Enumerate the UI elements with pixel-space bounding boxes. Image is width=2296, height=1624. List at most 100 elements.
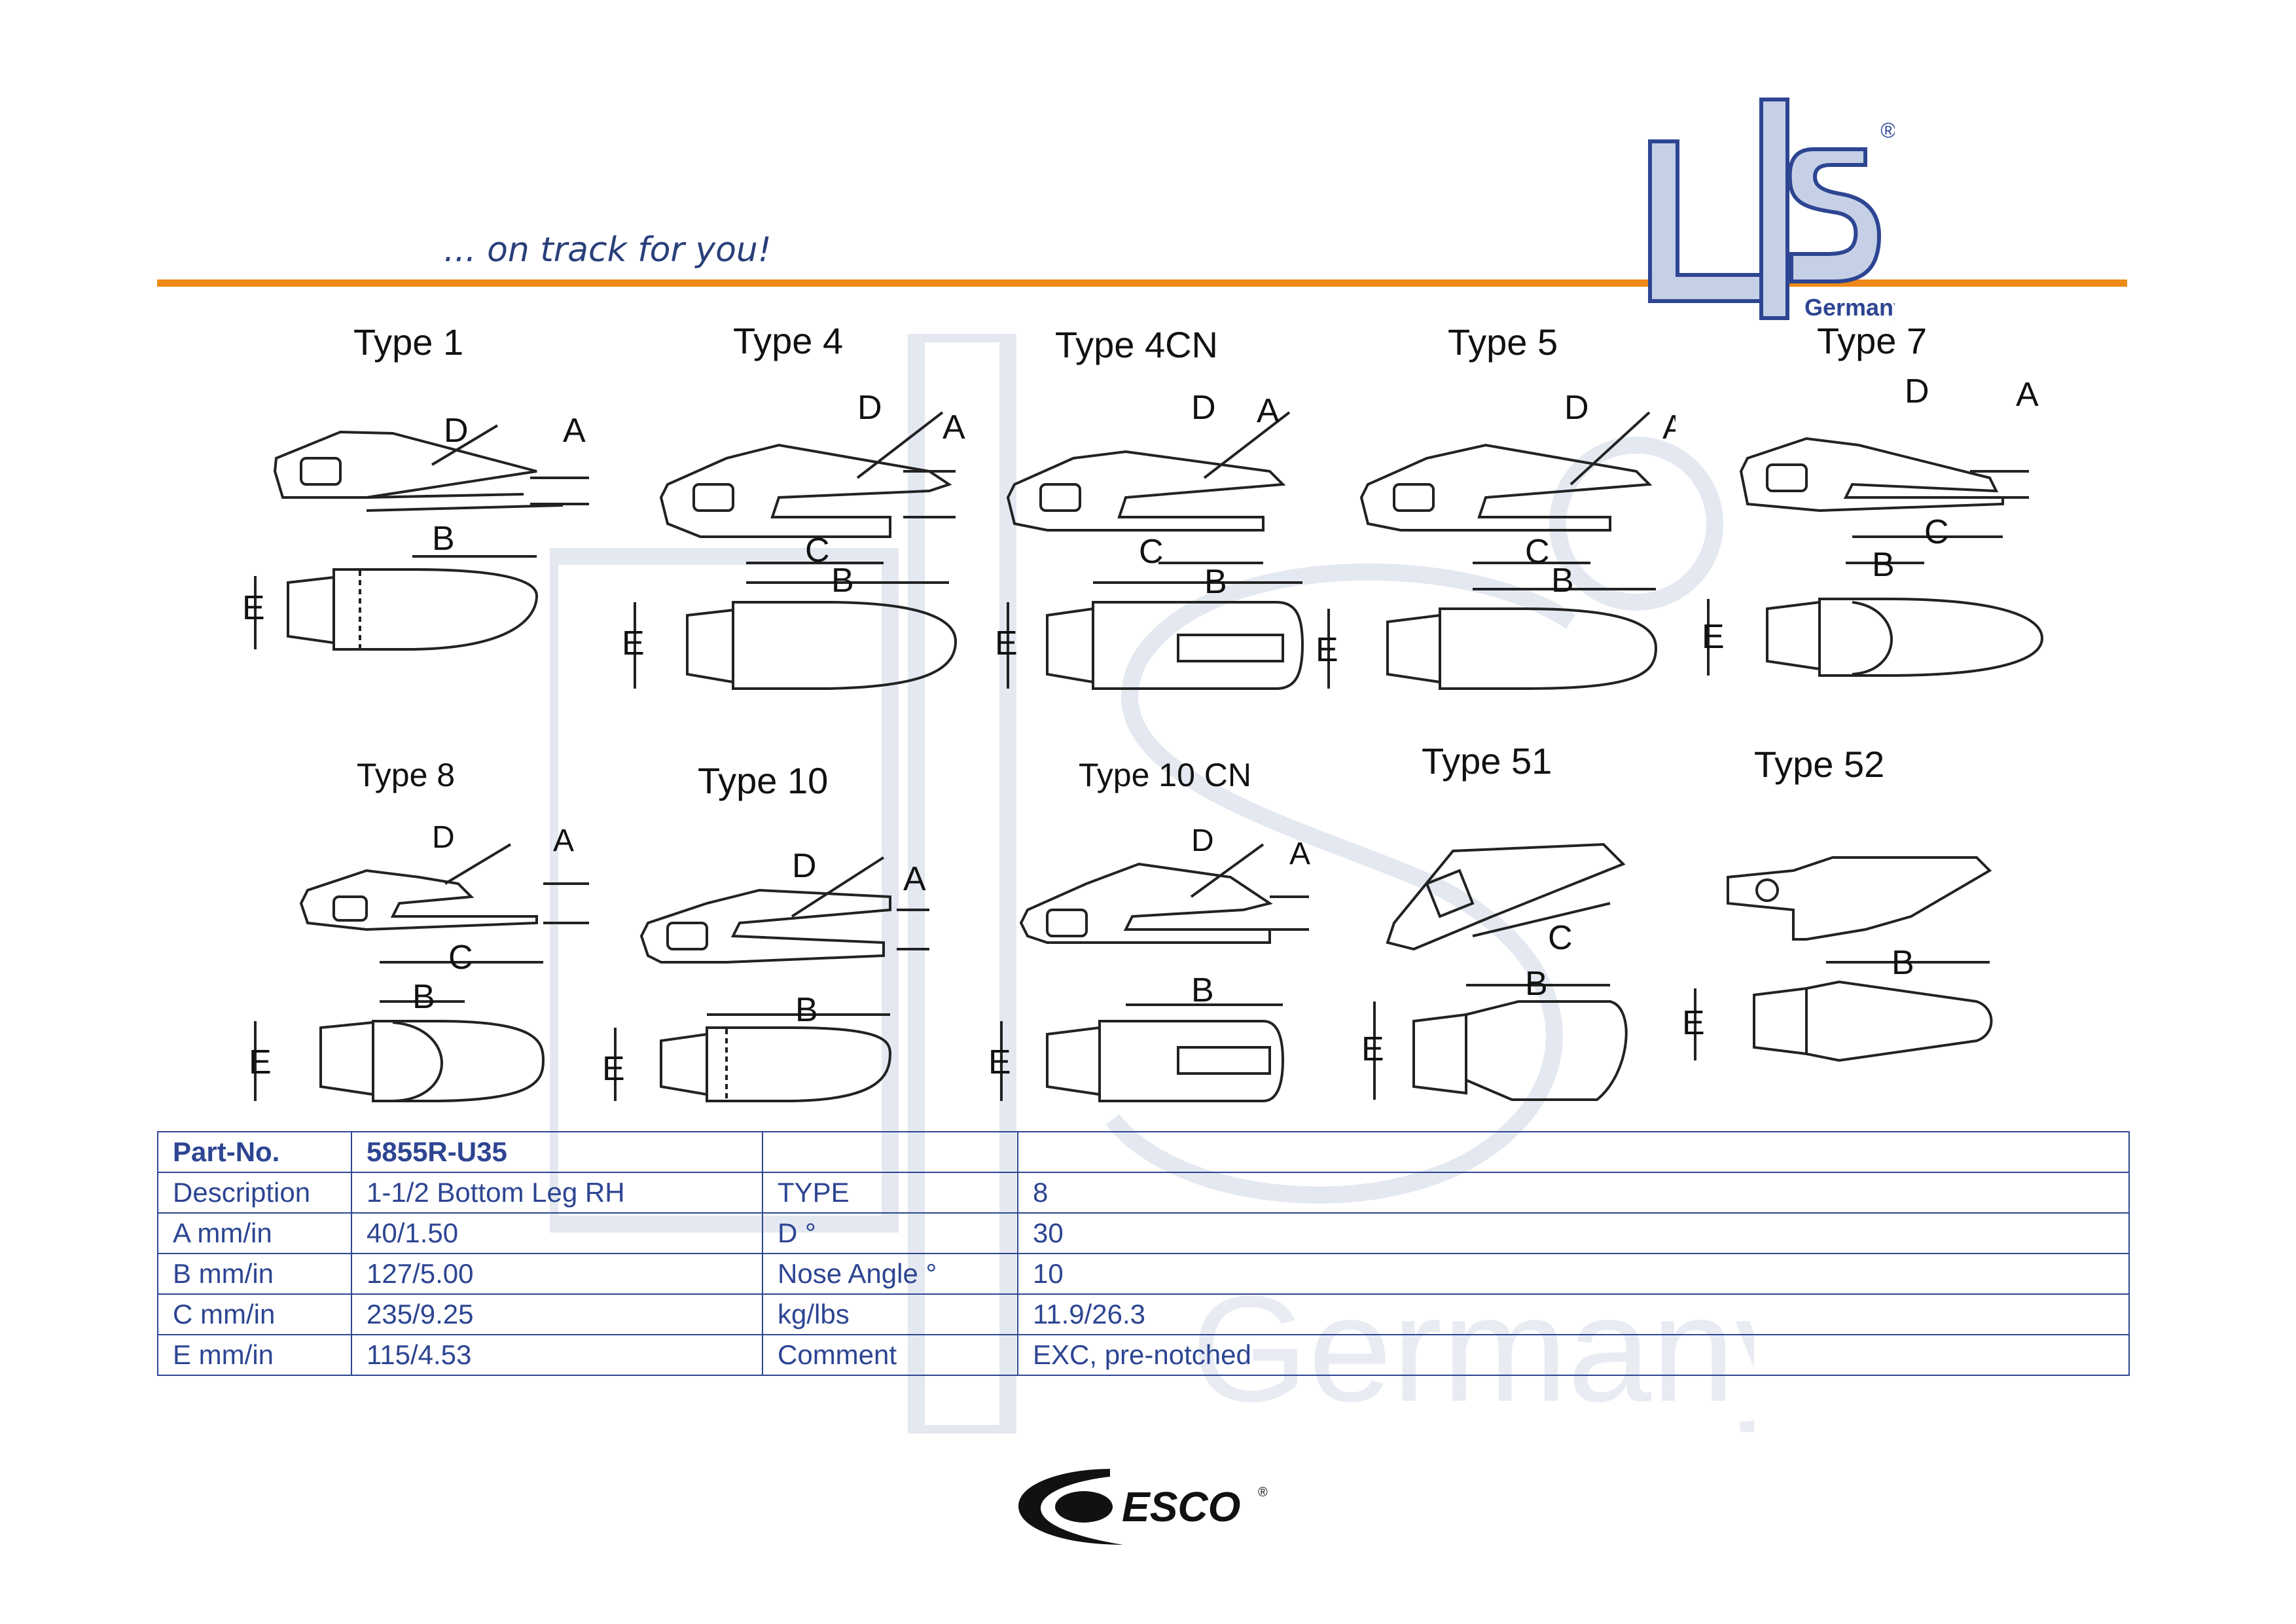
- lis-germany-logo: ® Germany: [1648, 98, 1895, 321]
- table-cell: 30: [1017, 1212, 2130, 1254]
- type-title-1: Type 1: [353, 321, 464, 363]
- tagline: ... on track for you!: [444, 230, 772, 270]
- table-cell: 115/4.53: [351, 1334, 763, 1376]
- table-cell: B mm/in: [157, 1253, 352, 1295]
- type-title-7: Type 7: [1817, 320, 1928, 361]
- dim-label-e: E: [622, 624, 645, 662]
- table-row: C mm/in 235/9.25 kg/lbs 11.9/26.3: [157, 1293, 2130, 1335]
- table-cell: Comment: [762, 1334, 1018, 1376]
- table-cell: C mm/in: [157, 1293, 352, 1335]
- dim-label-b: B: [1525, 965, 1548, 1003]
- dim-label-b: B: [432, 520, 455, 558]
- dim-label-e: E: [988, 1043, 1011, 1081]
- table-cell: Part-No.: [157, 1131, 352, 1173]
- table-cell: Nose Angle °: [762, 1253, 1018, 1295]
- dim-label-a: A: [553, 823, 574, 858]
- type-title-4: Type 4: [733, 320, 844, 361]
- dim-label-b: B: [1892, 944, 1914, 982]
- dim-label-d: D: [792, 847, 817, 885]
- dim-label-b: B: [1204, 563, 1227, 601]
- dim-label-d: D: [432, 820, 455, 855]
- dim-label-e: E: [1702, 618, 1725, 656]
- dim-label-b: B: [1191, 971, 1214, 1009]
- table-cell: A mm/in: [157, 1212, 352, 1254]
- table-cell: Description: [157, 1172, 352, 1214]
- dim-label-c: C: [448, 939, 473, 977]
- dim-label-c: C: [1924, 513, 1949, 551]
- type-10-drawing: D A B E: [602, 847, 929, 1102]
- dim-label-c: C: [1139, 533, 1164, 571]
- table-cell: 5855R-U35: [351, 1131, 763, 1173]
- dim-label-e: E: [1682, 1004, 1705, 1042]
- dim-label-d: D: [857, 389, 882, 427]
- type-52-drawing: B E: [1682, 856, 1993, 1062]
- type-title-8: Type 8: [357, 757, 456, 793]
- type-title-10: Type 10: [698, 760, 829, 801]
- dim-label-d: D: [1564, 389, 1589, 427]
- registered-mark: ®: [1880, 118, 1895, 142]
- table-cell: E mm/in: [157, 1334, 352, 1376]
- type-4-drawing: D A C B E: [622, 389, 965, 690]
- table-cell: 11.9/26.3: [1017, 1293, 2130, 1335]
- table-cell: 235/9.25: [351, 1293, 763, 1335]
- table-cell: D °: [762, 1212, 1018, 1254]
- esco-logo: ESCO ®: [1018, 1469, 1268, 1545]
- table-cell: TYPE: [762, 1172, 1018, 1214]
- dim-label-a: A: [942, 408, 965, 446]
- header-divider: [157, 280, 2127, 287]
- dim-label-a: A: [903, 860, 926, 898]
- table-cell: kg/lbs: [762, 1293, 1018, 1335]
- dim-label-b: B: [831, 562, 854, 600]
- dim-label-e: E: [249, 1043, 272, 1081]
- type-4cn-drawing: D A C B E: [995, 389, 1304, 690]
- esco-brand-text: ESCO: [1122, 1483, 1240, 1530]
- type-5-drawing: D A C B E: [1316, 389, 1676, 690]
- table-cell: 10: [1017, 1253, 2130, 1295]
- dim-label-c: C: [1525, 533, 1550, 571]
- table-cell: 127/5.00: [351, 1253, 763, 1295]
- dim-label-b: B: [412, 978, 435, 1016]
- dim-label-a: A: [2016, 376, 2039, 414]
- type-1-drawing: D A B E: [242, 412, 589, 651]
- logo-subtitle: Germany: [1804, 294, 1895, 321]
- dim-label-a: A: [1289, 837, 1310, 871]
- dim-label-a: A: [1257, 392, 1280, 430]
- dim-label-e: E: [1361, 1030, 1384, 1068]
- table-cell: [762, 1131, 1018, 1173]
- type-7-drawing: D A C B E: [1702, 373, 2044, 677]
- dim-label-e: E: [242, 589, 265, 627]
- type-title-52: Type 52: [1754, 744, 1885, 785]
- dim-label-d: D: [1191, 823, 1214, 858]
- dim-label-c: C: [805, 532, 830, 569]
- spec-table: Part-No. 5855R-U35 Description 1-1/2 Bot…: [157, 1131, 2130, 1376]
- table-cell: 1-1/2 Bottom Leg RH: [351, 1172, 763, 1214]
- type-51-drawing: C B E: [1361, 842, 1628, 1101]
- dim-label-d: D: [1905, 373, 1929, 410]
- dim-label-a: A: [1662, 408, 1676, 446]
- dim-label-e: E: [602, 1050, 625, 1088]
- dim-label-e: E: [995, 624, 1018, 662]
- table-row: Description 1-1/2 Bottom Leg RH TYPE 8: [157, 1172, 2130, 1214]
- type-8-drawing: D A C B E: [249, 820, 589, 1102]
- dim-label-d: D: [444, 412, 469, 450]
- table-cell: EXC, pre-notched: [1017, 1334, 2130, 1376]
- dim-label-d: D: [1191, 389, 1216, 427]
- table-cell: [1017, 1131, 2130, 1173]
- table-cell: 40/1.50: [351, 1212, 763, 1254]
- type-title-5: Type 5: [1448, 321, 1558, 363]
- dim-label-c: C: [1548, 919, 1573, 957]
- table-row: A mm/in 40/1.50 D ° 30: [157, 1212, 2130, 1254]
- table-row: E mm/in 115/4.53 Comment EXC, pre-notche…: [157, 1334, 2130, 1376]
- dim-label-b: B: [1551, 562, 1574, 600]
- esco-registered-mark: ®: [1258, 1485, 1268, 1500]
- dim-label-a: A: [563, 412, 586, 450]
- type-title-4cn: Type 4CN: [1055, 324, 1218, 365]
- table-row: B mm/in 127/5.00 Nose Angle ° 10: [157, 1253, 2130, 1295]
- dim-label-b: B: [795, 991, 818, 1029]
- table-cell: 8: [1017, 1172, 2130, 1214]
- type-title-51: Type 51: [1422, 740, 1552, 782]
- type-10cn-drawing: D A B E: [988, 823, 1310, 1102]
- table-row: Part-No. 5855R-U35: [157, 1131, 2130, 1173]
- dim-label-e: E: [1316, 631, 1338, 669]
- dim-label-b: B: [1872, 546, 1895, 584]
